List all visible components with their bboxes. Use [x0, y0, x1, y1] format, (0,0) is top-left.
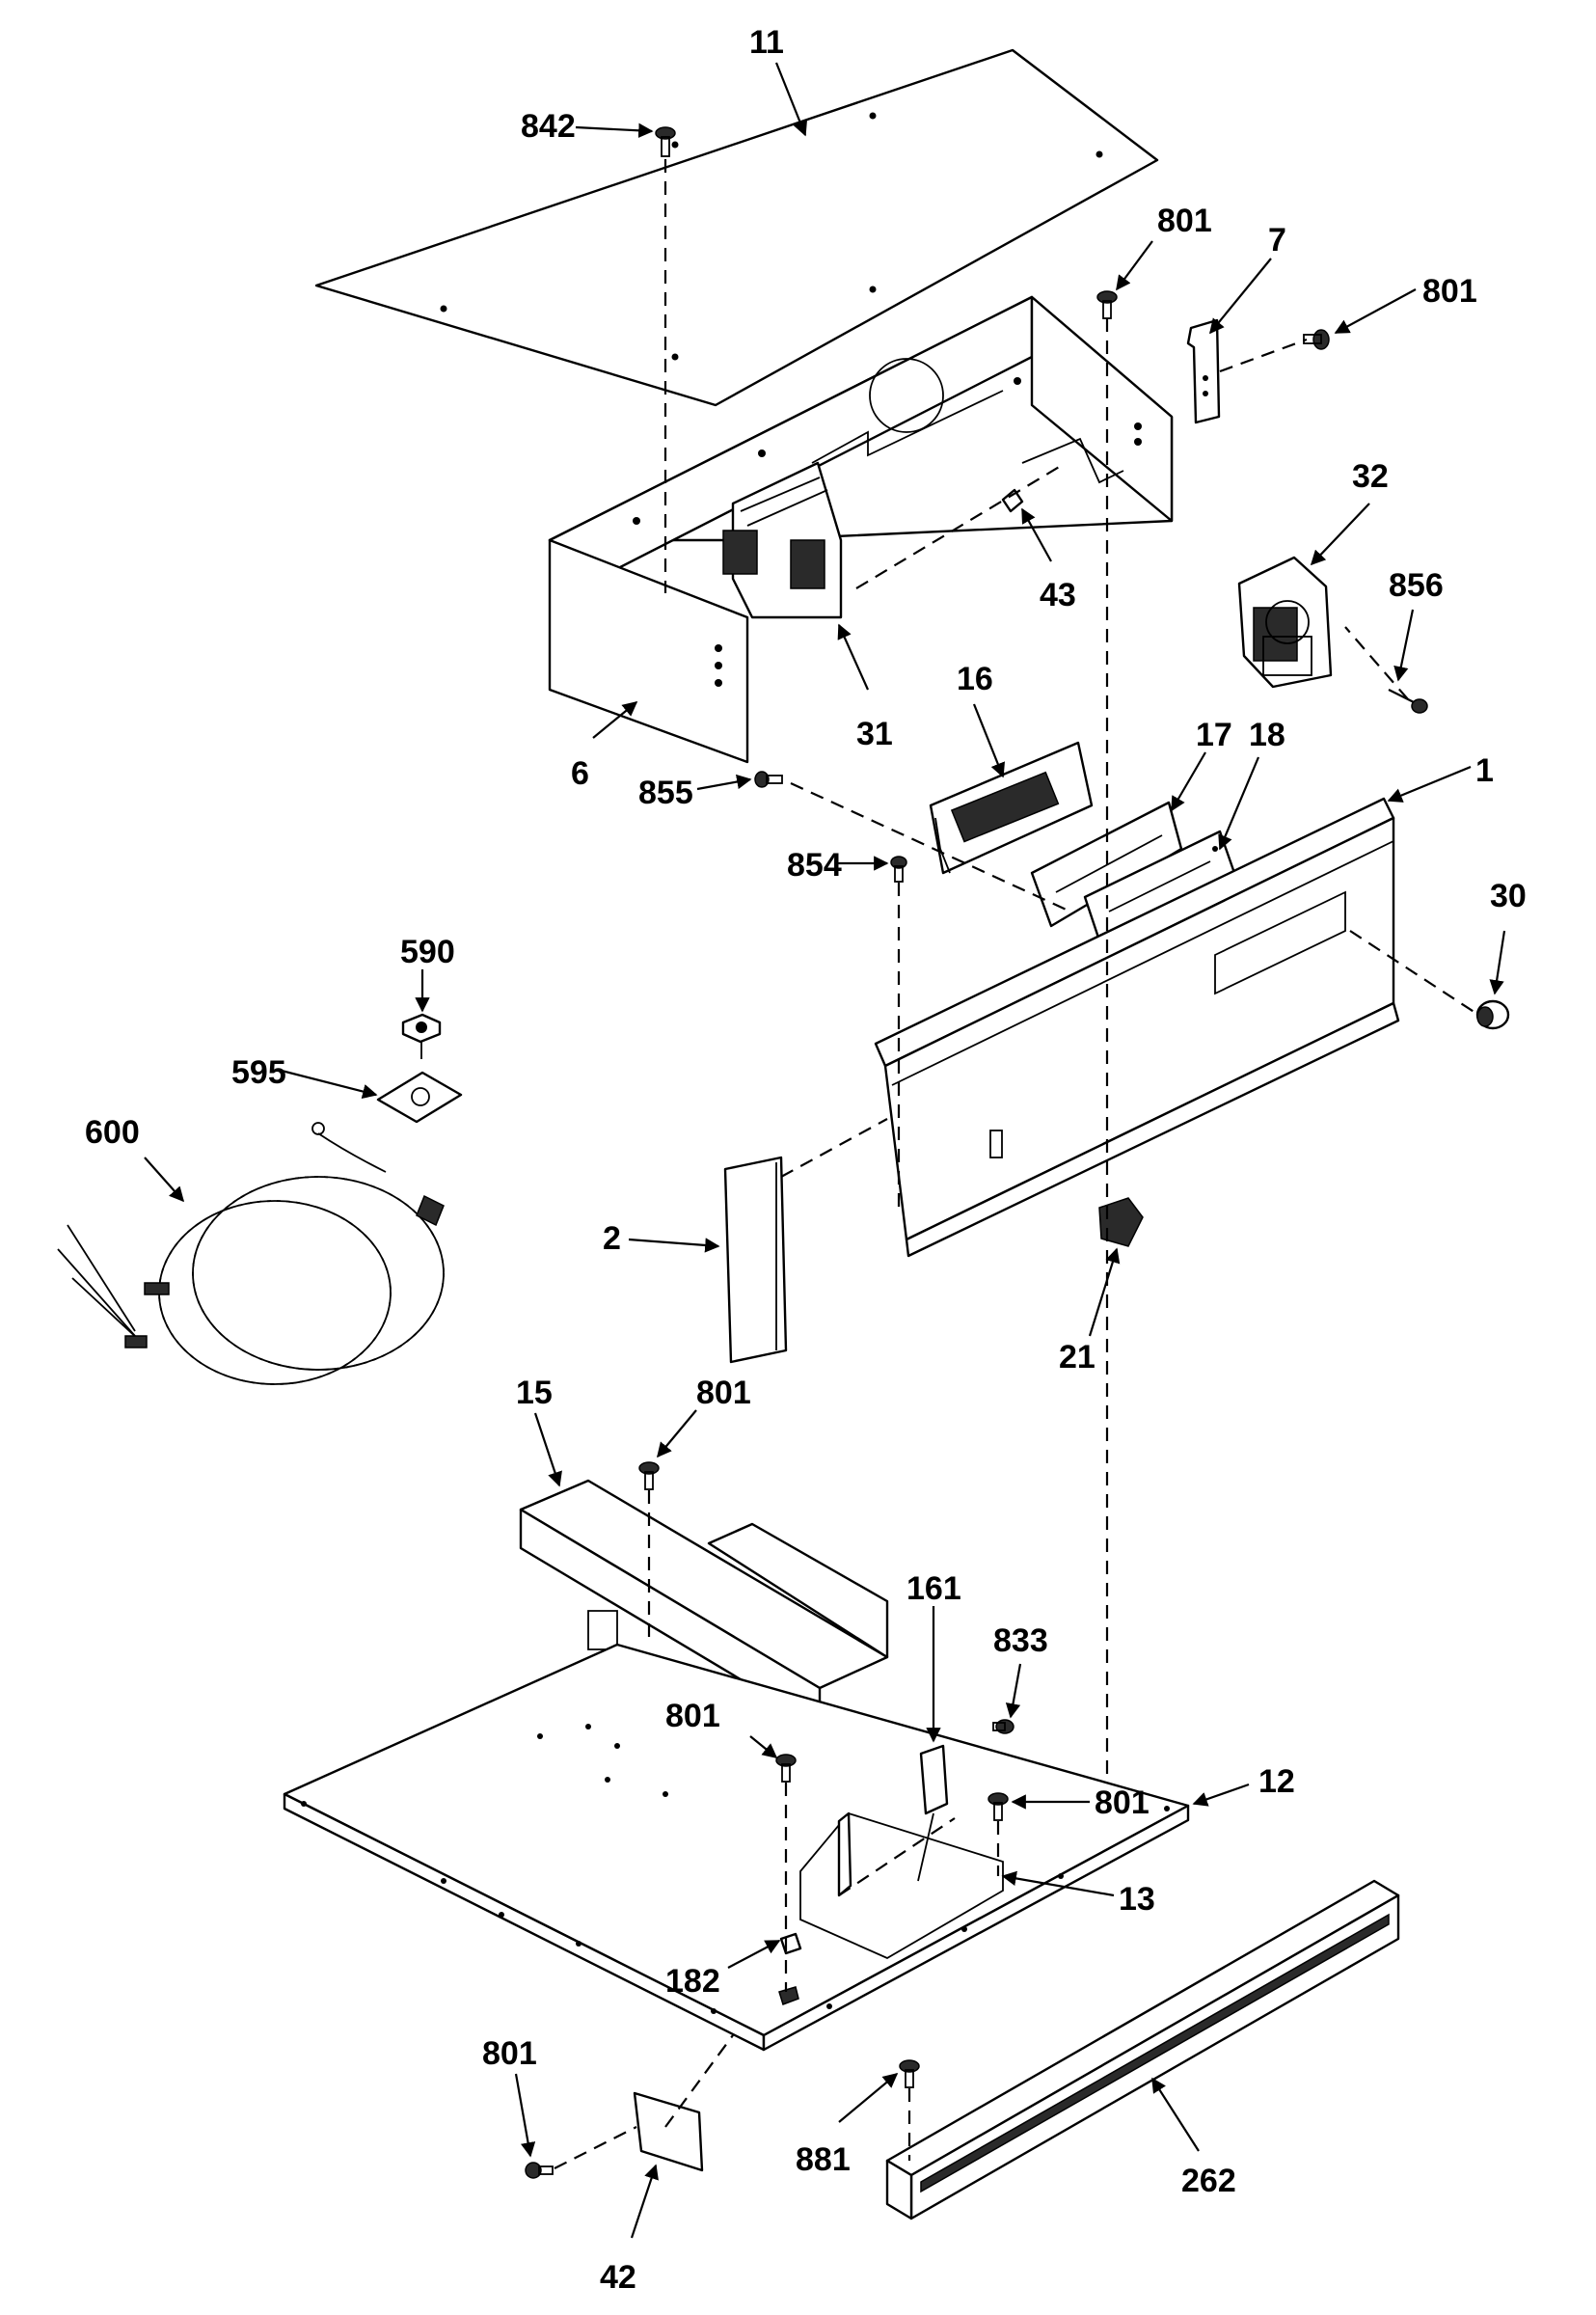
callout-842: 842	[521, 108, 576, 145]
callout-21: 21	[1059, 1339, 1096, 1375]
callout-2: 2	[603, 1220, 621, 1257]
screw-855	[754, 771, 783, 788]
callout-13: 13	[1119, 1881, 1155, 1918]
plate-595	[376, 1071, 463, 1124]
screw-801-top	[1096, 290, 1118, 319]
screw-801-channel	[638, 1461, 660, 1490]
bracket-42	[633, 2091, 704, 2172]
callout-16: 16	[957, 661, 993, 697]
callout-801-bottom: 801	[482, 2035, 537, 2072]
power-cord-600	[57, 1122, 445, 1385]
callout-595: 595	[231, 1054, 286, 1091]
bracket-7	[1186, 318, 1221, 424]
top-cover-panel	[314, 48, 1159, 407]
callout-856: 856	[1389, 567, 1444, 604]
callout-801-base-left: 801	[665, 1698, 720, 1734]
callout-262: 262	[1181, 2163, 1236, 2199]
screw-801-right	[1303, 329, 1330, 350]
callout-labels: 11 842 801 7 801 32 856 43 31 6 16 17 18…	[85, 24, 1527, 2296]
screw-881	[899, 2059, 920, 2088]
switch-21	[1098, 1197, 1144, 1247]
end-cap-2	[723, 1156, 788, 1364]
callout-881: 881	[796, 2141, 851, 2178]
callout-6: 6	[571, 755, 589, 792]
rail-262	[885, 1879, 1400, 2220]
callout-11: 11	[749, 24, 784, 61]
callout-801-top: 801	[1157, 203, 1212, 239]
screw-801-base-left	[775, 1754, 797, 1783]
callout-7: 7	[1268, 222, 1286, 259]
callout-182: 182	[665, 1963, 720, 2000]
callout-18: 18	[1249, 717, 1285, 753]
callout-854: 854	[787, 847, 842, 884]
callout-1: 1	[1475, 752, 1494, 789]
leader-arrows	[144, 62, 1506, 2239]
screw-842	[655, 126, 676, 157]
motor-32	[1237, 556, 1333, 689]
callout-12: 12	[1258, 1763, 1295, 1800]
callout-855: 855	[638, 775, 693, 811]
knob-30	[1475, 999, 1510, 1030]
screw-801-bottom	[525, 2162, 554, 2179]
screw-856	[1388, 689, 1428, 714]
control-board	[722, 461, 843, 619]
callout-32: 32	[1352, 458, 1389, 495]
callout-801-channel: 801	[696, 1375, 751, 1411]
callout-30: 30	[1490, 878, 1527, 914]
side-panel	[548, 538, 749, 764]
control-panel-1	[874, 797, 1400, 1258]
part-161	[917, 1744, 949, 1882]
callout-15: 15	[516, 1375, 553, 1411]
callout-43: 43	[1040, 577, 1076, 613]
screw-854	[890, 856, 907, 883]
callout-801-right: 801	[1422, 273, 1477, 310]
bracket-13	[799, 1811, 1004, 1960]
control-housing-box	[548, 295, 1174, 590]
callout-590: 590	[400, 934, 455, 970]
callout-161: 161	[906, 1570, 961, 1607]
callout-801-base-right: 801	[1095, 1784, 1150, 1821]
base-plate-12	[283, 1643, 1190, 2052]
assembly-lines	[554, 159, 1476, 2169]
display-board-16	[929, 741, 1094, 875]
callout-600: 600	[85, 1114, 140, 1151]
clip-43	[1001, 488, 1024, 513]
nut-590	[401, 1013, 442, 1059]
channel-15	[519, 1479, 889, 1729]
callout-17: 17	[1196, 717, 1232, 753]
screw-801-base-right	[987, 1792, 1009, 1821]
callout-31: 31	[856, 716, 893, 752]
screw-833	[992, 1719, 1014, 1734]
callout-42: 42	[600, 2259, 636, 2296]
callout-833: 833	[993, 1622, 1048, 1659]
